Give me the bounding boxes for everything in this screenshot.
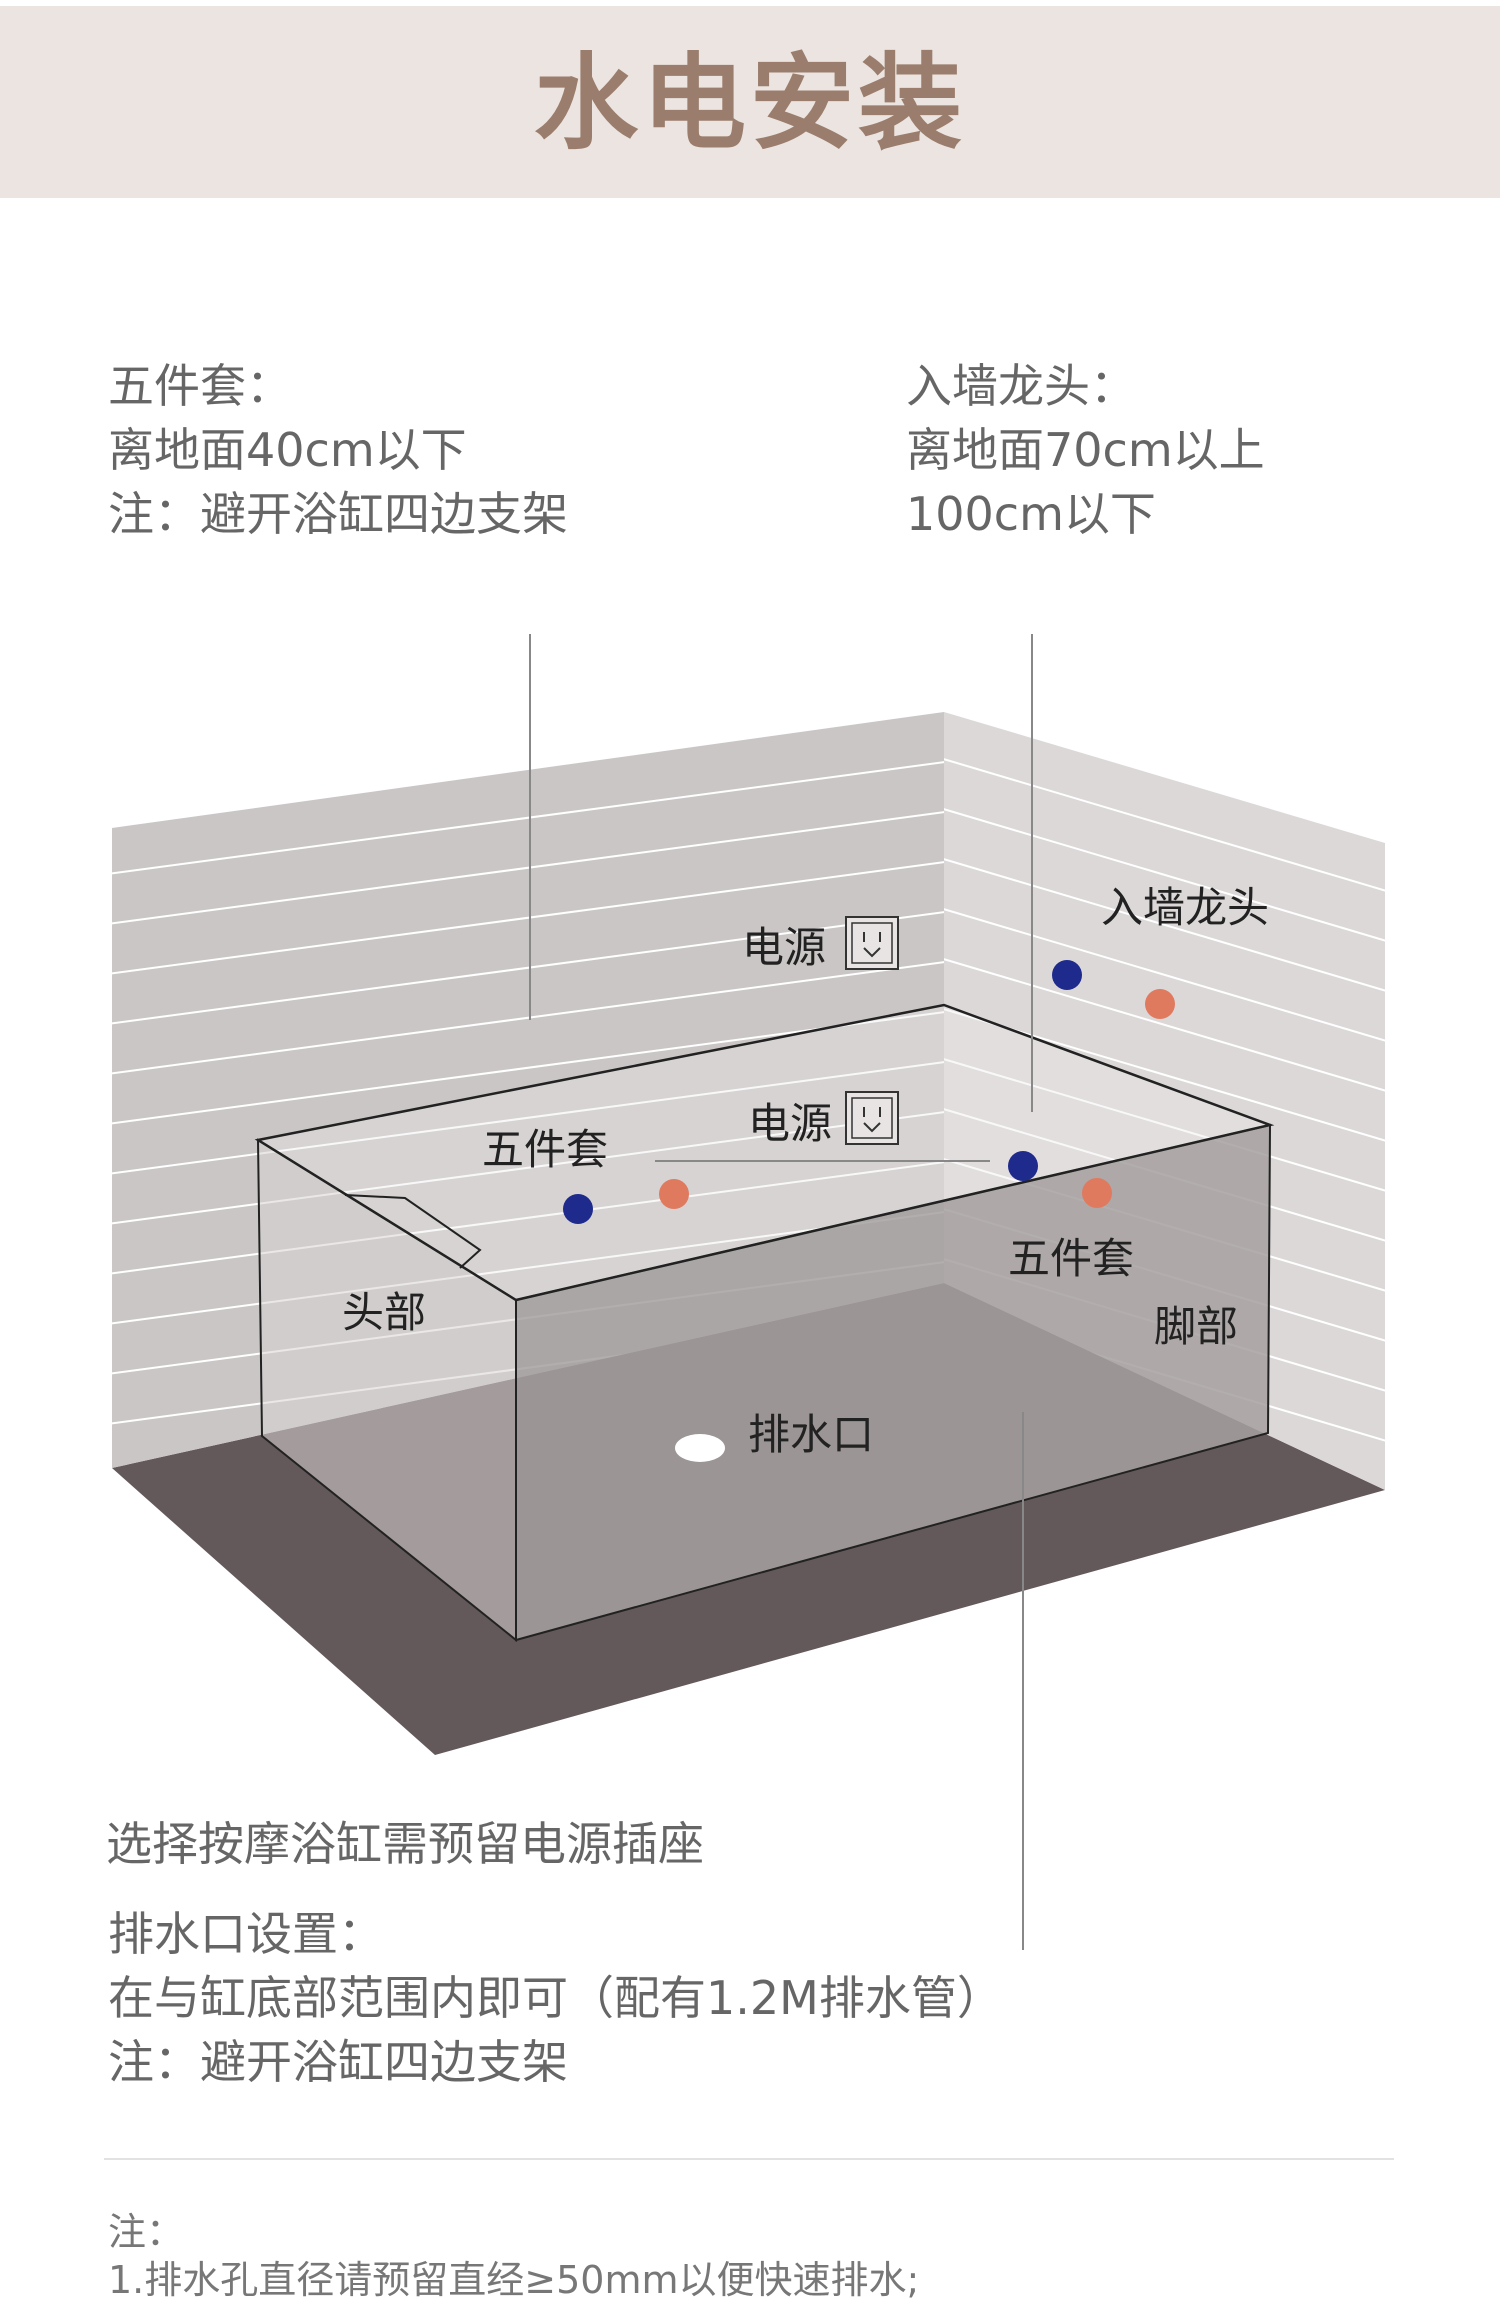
power-label-lower: 电源	[748, 1099, 832, 1148]
wall-faucet-heading: 入墙龙头：	[906, 359, 1136, 413]
hot-water-dot	[1145, 989, 1175, 1019]
power-socket-icon	[845, 916, 899, 970]
divider	[104, 2158, 1394, 2160]
cold-water-dot	[1008, 1151, 1038, 1181]
foot-label: 脚部	[1154, 1302, 1238, 1351]
wall-faucet-min-height: 离地面70cm以上	[906, 423, 1265, 477]
five-piece-label-right: 五件套	[1008, 1234, 1134, 1283]
wall-faucet-label: 入墙龙头	[1101, 883, 1269, 932]
drain-setting-desc: 在与缸底部范围内即可（配有1.2M排水管）	[108, 1971, 1003, 2025]
five-piece-label-left: 五件套	[482, 1125, 608, 1174]
notes-block: 注： 1.排水孔直径请预留直经≥50mm以便快速排水;	[108, 2208, 919, 2304]
header-banner: 水电安装	[0, 6, 1500, 198]
note-item-1: 1.排水孔直径请预留直经≥50mm以便快速排水;	[108, 2258, 920, 2302]
notes-title: 注：	[108, 2210, 185, 2254]
drain-setting-block: 排水口设置： 在与缸底部范围内即可（配有1.2M排水管） 注：避开浴缸四边支架	[108, 1902, 1003, 2094]
page-title: 水电安装	[533, 42, 966, 164]
wall-faucet-max-height: 100cm以下	[906, 487, 1156, 541]
drain-label: 排水口	[748, 1410, 874, 1459]
hot-water-dot	[659, 1179, 689, 1209]
five-piece-note: 注：避开浴缸四边支架	[108, 487, 568, 541]
drain-hole	[675, 1434, 725, 1462]
cold-water-dot	[563, 1194, 593, 1224]
massage-tub-power-note: 选择按摩浴缸需预留电源插座	[106, 1817, 704, 1871]
wall-faucet-callout: 入墙龙头： 离地面70cm以上 100cm以下	[906, 354, 1265, 546]
power-label-upper: 电源	[742, 923, 826, 972]
five-piece-height: 离地面40cm以下	[108, 423, 467, 477]
hot-water-dot	[1082, 1178, 1112, 1208]
bathtub	[254, 1003, 1275, 1643]
power-socket-icon	[845, 1091, 899, 1145]
cold-water-dot	[1052, 960, 1082, 990]
five-piece-callout: 五件套： 离地面40cm以下 注：避开浴缸四边支架	[108, 354, 568, 546]
drain-setting-note: 注：避开浴缸四边支架	[108, 2035, 568, 2089]
head-label: 头部	[342, 1288, 426, 1337]
five-piece-heading: 五件套：	[108, 359, 292, 413]
drain-setting-heading: 排水口设置：	[108, 1907, 384, 1961]
